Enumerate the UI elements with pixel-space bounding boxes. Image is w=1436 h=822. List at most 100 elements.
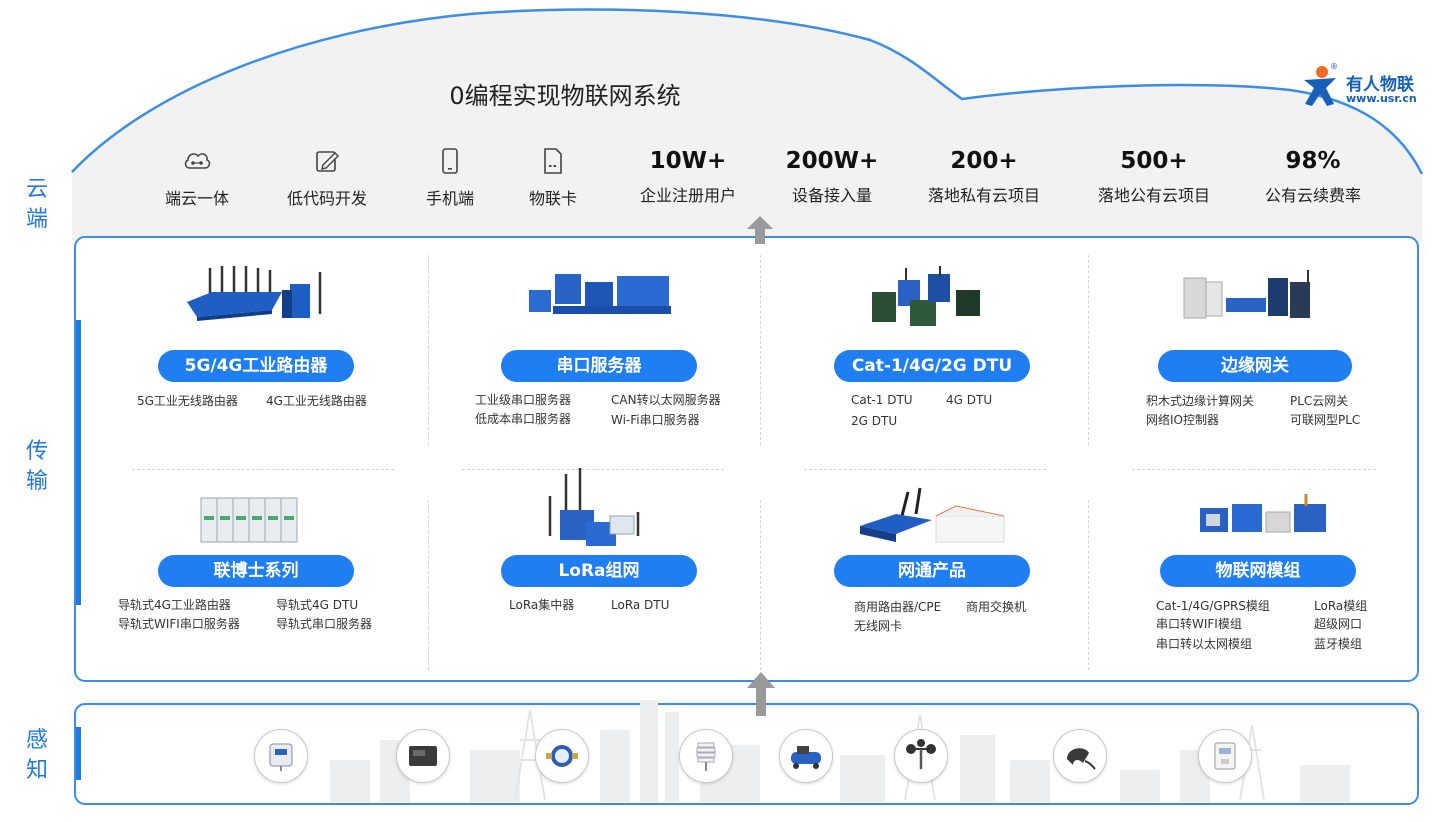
product-item[interactable]: 商用交换机 — [966, 600, 1027, 614]
up-arrow-icon — [747, 216, 773, 244]
divider — [132, 469, 394, 470]
sensor-power-meter — [396, 729, 450, 783]
product-item[interactable]: 超级网口 — [1314, 617, 1363, 631]
product-item[interactable]: LoRa DTU — [611, 598, 670, 612]
category-pill-modules[interactable]: 物联网模组 — [1160, 555, 1356, 587]
stat-label: 落地公有云项目 — [1097, 186, 1210, 205]
category-pill-rail-series[interactable]: 联博士系列 — [158, 555, 354, 587]
product-item[interactable]: Cat-1/4G/GPRS模组 — [1156, 599, 1270, 613]
divider — [1132, 469, 1376, 470]
product-item[interactable]: 5G工业无线路由器 — [137, 394, 238, 408]
product-item[interactable]: 可联网型PLC — [1290, 413, 1361, 427]
divider — [760, 500, 761, 670]
category-pill-lora[interactable]: LoRa组网 — [501, 555, 697, 587]
stat-label: 公有云续费率 — [1264, 186, 1361, 205]
air-compressor-icon — [791, 746, 821, 769]
category-pill-network[interactable]: 网通产品 — [834, 555, 1030, 587]
product-item[interactable]: CAN转以太网服务器 — [611, 393, 721, 407]
product-item[interactable]: 4G工业无线路由器 — [266, 394, 367, 408]
dtu-product-image — [872, 266, 980, 326]
stat-value: 500+ — [1120, 148, 1188, 174]
product-item[interactable]: 串口转以太网模组 — [1156, 637, 1253, 651]
network-product-image — [860, 487, 1005, 543]
cloud-dome — [72, 9, 1422, 241]
edit-icon — [316, 151, 340, 172]
product-item[interactable]: Wi-Fi串口服务器 — [611, 413, 700, 427]
product-item[interactable]: 导轨式串口服务器 — [276, 617, 373, 631]
feature-label: 低代码开发 — [286, 189, 367, 208]
company-logo: 有人物联 www.usr.cn ® — [1300, 62, 1430, 112]
anemometer-icon — [906, 739, 936, 769]
product-item[interactable]: 积木式边缘计算网关 — [1146, 394, 1255, 408]
weather-shield-icon — [696, 742, 716, 771]
logo-person-icon — [1304, 66, 1336, 106]
logo-url: www.usr.cn — [1346, 92, 1417, 105]
router-product-image — [187, 266, 322, 321]
stat-private-cloud: 200+ 落地私有云项目 — [914, 148, 1054, 206]
cloud-link-icon — [184, 153, 211, 169]
category-pill-serial-server[interactable]: 串口服务器 — [501, 350, 697, 382]
current-clamp-icon — [1067, 748, 1096, 770]
product-item[interactable]: 4G DTU — [946, 393, 993, 407]
category-pill-router[interactable]: 5G/4G工业路由器 — [158, 350, 354, 382]
phone-icon — [442, 148, 458, 174]
transport-accent-bar — [76, 320, 81, 605]
electric-meter-icon — [1214, 742, 1236, 770]
product-item[interactable]: 商用路由器/CPE — [854, 600, 942, 614]
feature-low-code: 低代码开发 — [267, 145, 387, 209]
sim-card-icon — [544, 148, 562, 174]
product-item[interactable]: 低成本串口服务器 — [475, 412, 572, 426]
feature-mobile: 手机端 — [390, 145, 510, 209]
rail-series-product-image — [200, 497, 298, 543]
lora-product-image — [548, 468, 640, 546]
feature-label: 物联卡 — [528, 189, 577, 208]
transport-box — [74, 236, 1419, 682]
feature-cloud-integration: 端云一体 — [137, 145, 257, 209]
product-item[interactable]: 导轨式4G DTU — [276, 598, 359, 612]
layer-label-cloud: 云端 — [25, 177, 48, 232]
edge-gateway-product-image — [1183, 270, 1310, 319]
product-item[interactable]: 导轨式WIFI串口服务器 — [118, 617, 240, 631]
product-item[interactable]: 工业级串口服务器 — [475, 393, 572, 407]
divider — [1088, 500, 1089, 670]
sensor-air-compressor — [779, 729, 833, 783]
product-item[interactable]: 无线网卡 — [854, 619, 903, 633]
sensor-anemometer — [894, 729, 948, 783]
product-item[interactable]: 串口转WIFI模组 — [1156, 617, 1242, 631]
logo-registered: ® — [1330, 62, 1338, 71]
product-item[interactable]: 蓝牙模组 — [1314, 637, 1363, 651]
category-pill-dtu[interactable]: Cat-1/4G/2G DTU — [834, 350, 1030, 382]
temperature-humidity-sensor-icon — [269, 743, 293, 771]
divider — [760, 255, 761, 445]
divider — [428, 500, 429, 670]
divider — [1088, 255, 1089, 445]
feature-iot-card: 物联卡 — [493, 145, 613, 209]
sensor-current-clamp — [1053, 729, 1107, 783]
up-arrow-icon — [747, 672, 775, 716]
stat-value: 200+ — [950, 148, 1018, 174]
stat-value: 10W+ — [649, 148, 727, 174]
cloud-outline — [71, 8, 1424, 175]
divider — [462, 469, 724, 470]
product-item[interactable]: PLC云网关 — [1290, 394, 1349, 408]
stat-value: 98% — [1285, 148, 1341, 174]
product-item[interactable]: Cat-1 DTU — [851, 393, 913, 407]
stat-device-access: 200W+ 设备接入量 — [776, 148, 888, 206]
sensor-electric-meter — [1198, 729, 1252, 783]
stat-registered-users: 10W+ 企业注册用户 — [626, 148, 750, 206]
product-item[interactable]: 导轨式4G工业路由器 — [118, 598, 231, 612]
feature-label: 手机端 — [425, 189, 474, 208]
water-meter-icon — [546, 745, 578, 767]
stat-renewal-rate: 98% 公有云续费率 — [1250, 148, 1376, 206]
serial-server-product-image — [529, 274, 671, 314]
product-item[interactable]: 2G DTU — [851, 414, 898, 428]
product-item[interactable]: LoRa模组 — [1314, 599, 1368, 613]
sense-accent-bar — [76, 727, 81, 780]
product-item[interactable]: LoRa集中器 — [509, 598, 575, 612]
category-pill-edge-gateway[interactable]: 边缘网关 — [1158, 350, 1352, 382]
divider — [804, 469, 1046, 470]
module-product-image — [1200, 494, 1326, 533]
product-item[interactable]: 网络IO控制器 — [1146, 413, 1219, 427]
stat-label: 企业注册用户 — [639, 186, 736, 205]
